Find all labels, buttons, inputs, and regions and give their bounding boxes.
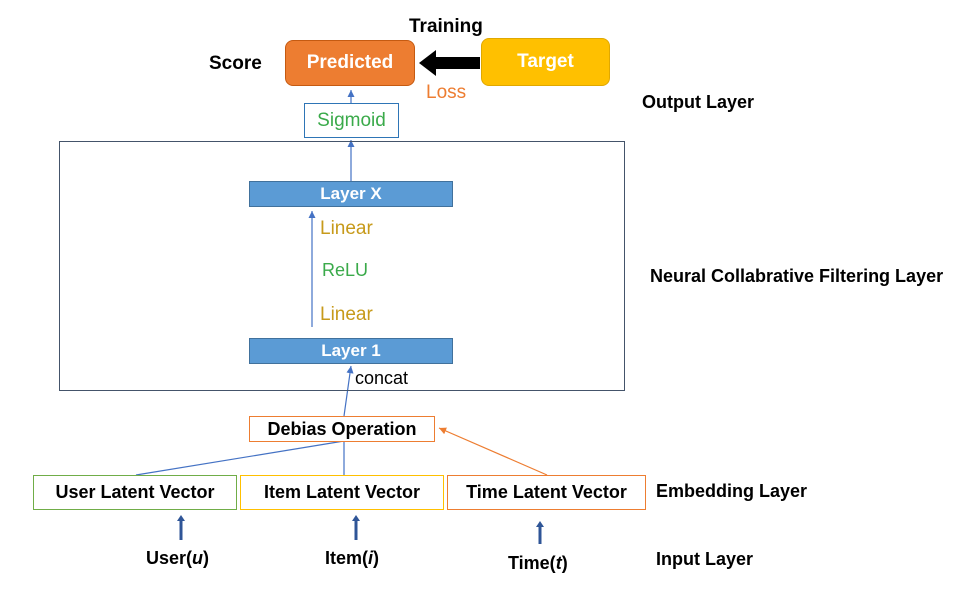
layer-1-label: Layer 1: [321, 341, 381, 360]
time-latent-vector-box: Time Latent Vector: [447, 475, 646, 510]
time-to-debias-arrow: [438, 427, 548, 476]
linear-bottom-label: Linear: [320, 304, 373, 325]
sigmoid-box: Sigmoid: [304, 103, 399, 138]
embedding-layer-label: Embedding Layer: [656, 481, 808, 501]
loss-label: Loss: [426, 82, 467, 103]
debias-label: Debias Operation: [267, 418, 417, 439]
score-label: Score: [209, 53, 262, 74]
user-latent-vector-label: User Latent Vector: [55, 482, 215, 502]
ncf-frame: [59, 141, 625, 391]
item-latent-vector-label: Item Latent Vector: [263, 482, 421, 502]
time-input-arrow: [536, 521, 544, 544]
sigmoid-label: Sigmoid: [317, 109, 386, 131]
target-label: Target: [517, 51, 574, 72]
user-input-label: User(u): [146, 548, 210, 568]
training-label: Training: [409, 16, 483, 37]
loss-arrow: [419, 50, 480, 76]
concat-label: concat: [355, 368, 409, 388]
predicted-box: Predicted: [285, 40, 415, 86]
user-to-debias-line: [135, 440, 345, 476]
item-input-arrow: [352, 515, 360, 540]
output-layer-label: Output Layer: [642, 92, 755, 112]
item-latent-vector-box: Item Latent Vector: [240, 475, 444, 510]
linear-top-label: Linear: [320, 218, 373, 239]
user-latent-vector-box: User Latent Vector: [33, 475, 237, 510]
layer-x-label: Layer X: [320, 184, 382, 203]
debias-box: Debias Operation: [249, 416, 435, 442]
layer-1-box: Layer 1: [249, 338, 453, 364]
time-input-label: Time(t): [508, 553, 568, 573]
time-latent-vector-label: Time Latent Vector: [466, 482, 627, 502]
input-layer-label: Input Layer: [656, 549, 754, 569]
layer-x-box: Layer X: [249, 181, 453, 207]
target-box: Target: [481, 38, 610, 86]
debias-to-layer1-arrow: [343, 365, 354, 417]
item-input-label: Item(i): [325, 548, 380, 568]
user-input-arrow: [177, 515, 185, 540]
relu-label: ReLU: [322, 260, 369, 280]
ncf-layer-label: Neural Collabrative Filtering Layer: [650, 266, 944, 286]
predicted-label: Predicted: [306, 52, 394, 73]
